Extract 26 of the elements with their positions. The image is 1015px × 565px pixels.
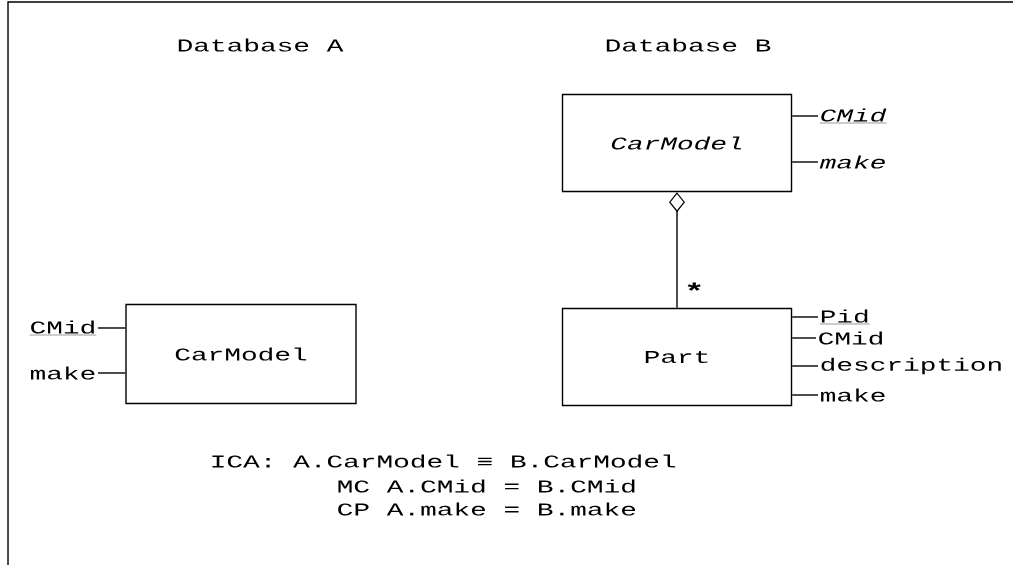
attribute-line [791,394,819,396]
attribute-line [791,337,817,339]
attribute-line [791,161,819,163]
attribute-line [791,115,819,117]
constraint-text: ICA: A.CarModel ≡ B.CarModel [212,454,676,468]
attribute-label: CMid [29,320,97,336]
attribute-label: make [821,388,885,402]
attribute-label: Pid [819,309,870,325]
entity-box: Part [561,307,793,407]
constraint-text: MC A.CMid = B.CMid [338,479,635,493]
entity-box: CarModel [125,303,357,405]
aggregation-line [669,192,685,309]
database-heading: Database B [606,38,771,52]
attribute-label: CMid [819,108,887,124]
attribute-line [791,316,819,318]
constraint-text: CP A.make = B.make [338,502,636,516]
attribute-label: description [821,357,1001,375]
attribute-label: CMid [819,331,882,345]
attribute-label: make [30,366,95,380]
database-heading: Database A [178,38,344,52]
entity-box: CarModel [561,93,793,193]
attribute-line [791,365,819,367]
multiplicity-label: * [687,282,701,291]
attribute-line [97,327,126,329]
attribute-line [97,372,126,374]
attribute-label: make [819,155,885,169]
